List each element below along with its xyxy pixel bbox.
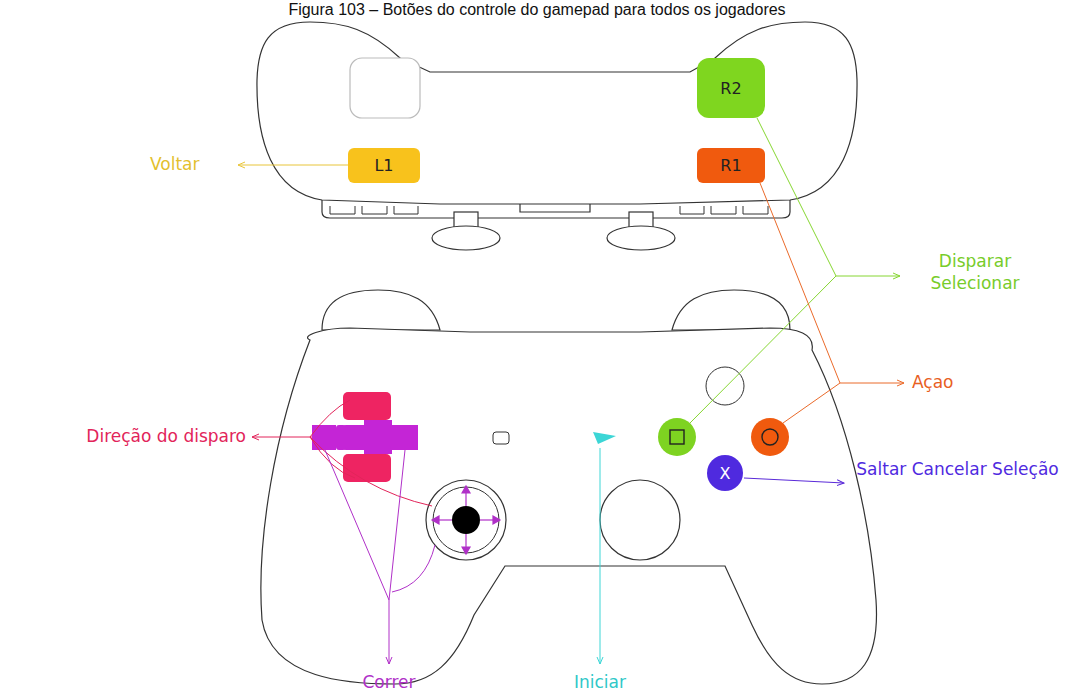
callout-label: Direção do disparo <box>86 425 246 447</box>
callout-label: Voltar <box>150 153 200 175</box>
shoulder-button: L1 <box>348 148 420 183</box>
face-button: X <box>707 455 743 491</box>
button-label: R1 <box>720 156 741 175</box>
shoulder-button: R1 <box>697 148 765 183</box>
button-label: X <box>720 464 731 483</box>
callout-label: Saltar Cancelar Seleção <box>850 458 1065 480</box>
trigger-button: R2 <box>697 58 765 118</box>
figure-title: Figura 103 – Botões do controle do gamep… <box>0 0 1074 19</box>
callout-label: Disparar Selecionar <box>905 250 1045 294</box>
button-label: L1 <box>374 156 393 175</box>
callout-label: Iniciar <box>574 671 626 693</box>
callout-label: Correr <box>362 671 415 693</box>
callout-label: Açao <box>912 371 954 393</box>
button-label: R2 <box>720 79 741 98</box>
